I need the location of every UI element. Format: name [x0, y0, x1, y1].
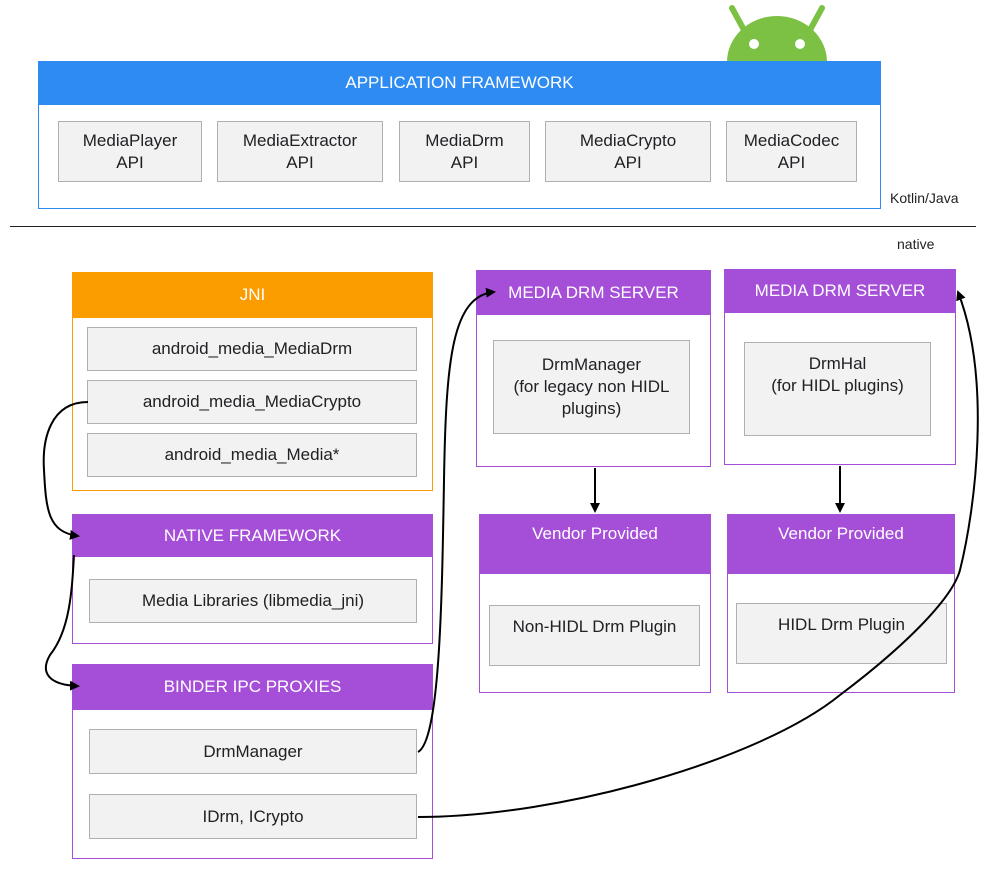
media-libraries-box: Media Libraries (libmedia_jni) — [89, 579, 417, 623]
mediaextractor-api-box: MediaExtractor API — [217, 121, 383, 182]
android-robot-icon — [727, 5, 827, 62]
layer-divider — [10, 226, 976, 227]
jni-item-mediadrm: android_media_MediaDrm — [87, 327, 417, 371]
mediadrm-api-box: MediaDrm API — [399, 121, 530, 182]
mediacrypto-api-box: MediaCrypto API — [545, 121, 711, 182]
drm-server-legacy-header: MEDIA DRM SERVER — [476, 270, 711, 315]
native-label: native — [897, 236, 935, 252]
application-framework-header: APPLICATION FRAMEWORK — [38, 61, 881, 105]
hidl-drm-plugin-box: HIDL Drm Plugin — [736, 603, 947, 664]
binder-idrm-icrypto-box: IDrm, ICrypto — [89, 794, 417, 839]
jni-item-media-star: android_media_Media* — [87, 433, 417, 477]
native-framework-header: NATIVE FRAMEWORK — [72, 514, 433, 557]
kotlin-java-label: Kotlin/Java — [890, 190, 959, 206]
mediacodec-api-box: MediaCodec API — [726, 121, 857, 182]
drmmanager-legacy-box: DrmManager (for legacy non HIDL plugins) — [493, 340, 690, 434]
jni-item-mediacrypto: android_media_MediaCrypto — [87, 380, 417, 424]
drm-server-hidl-header: MEDIA DRM SERVER — [724, 269, 956, 313]
vendor-legacy-header: Vendor Provided — [479, 514, 711, 574]
drmhal-box: DrmHal (for HIDL plugins) — [744, 342, 931, 436]
binder-ipc-header: BINDER IPC PROXIES — [72, 664, 433, 710]
binder-drmmanager-box: DrmManager — [89, 729, 417, 774]
non-hidl-drm-plugin-box: Non-HIDL Drm Plugin — [489, 605, 700, 666]
jni-header: JNI — [72, 272, 433, 318]
mediaplayer-api-box: MediaPlayer API — [58, 121, 202, 182]
vendor-hidl-header: Vendor Provided — [727, 514, 955, 574]
